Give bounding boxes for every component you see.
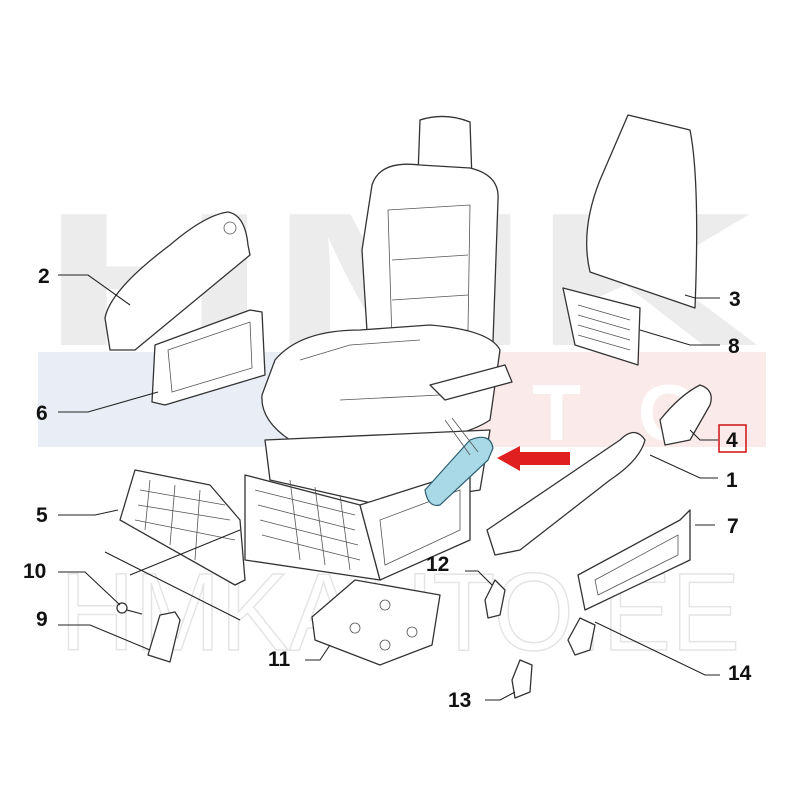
leader-lines [58, 274, 720, 701]
callout-13[interactable]: 13 [448, 689, 471, 712]
callout-10[interactable]: 10 [23, 560, 46, 583]
part-10-screw [116, 602, 143, 615]
callout-2[interactable]: 2 [38, 265, 50, 288]
part-12 [484, 579, 506, 619]
callouts: 2 6 3 8 4 1 5 7 10 12 9 11 13 14 [23, 265, 752, 712]
callout-1[interactable]: 1 [726, 469, 738, 492]
callout-3[interactable]: 3 [729, 288, 741, 311]
part-14 [567, 617, 596, 656]
callout-7[interactable]: 7 [727, 515, 739, 538]
part-6 [151, 309, 266, 406]
callout-4-highlight-box [718, 424, 747, 453]
callout-11[interactable]: 11 [268, 648, 291, 671]
part-5 [119, 469, 246, 586]
part-11-tray [311, 579, 441, 666]
part-3 [586, 114, 698, 309]
callout-9[interactable]: 9 [36, 608, 48, 631]
part-1 [486, 431, 646, 556]
callout-8[interactable]: 8 [728, 335, 740, 358]
callout-5[interactable]: 5 [36, 504, 48, 527]
callout-4[interactable]: 4 [726, 429, 738, 452]
part-4-highlight [424, 436, 494, 507]
seat-assembly [244, 115, 513, 581]
part-7 [577, 509, 691, 611]
callout-14[interactable]: 14 [728, 662, 752, 685]
part-13 [511, 659, 533, 699]
part-2 [104, 211, 251, 351]
part-9 [147, 611, 181, 663]
callout-12[interactable]: 12 [426, 553, 449, 576]
armrest [429, 364, 513, 401]
red-arrow-indicator [497, 446, 570, 471]
part-8 [562, 287, 641, 366]
callout-6[interactable]: 6 [36, 402, 48, 425]
part-4 [659, 384, 712, 446]
